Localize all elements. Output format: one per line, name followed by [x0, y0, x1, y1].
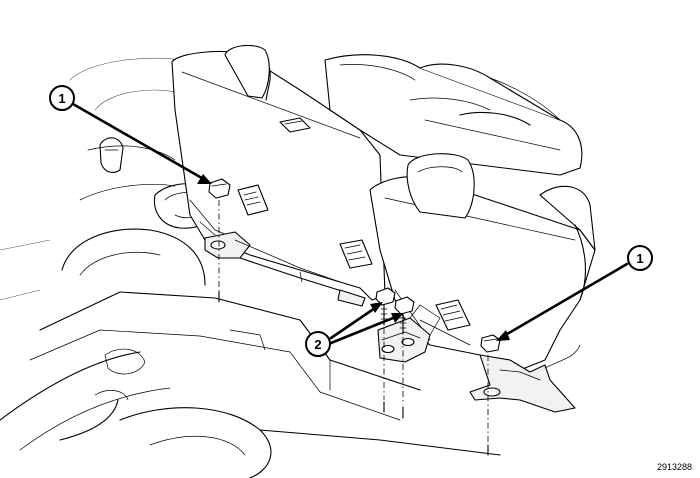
seat-cushion-upper	[324, 54, 583, 176]
callout-1-right-label: 1	[636, 251, 643, 266]
center-bolt-right	[394, 296, 415, 419]
callout-1-left-label: 1	[58, 91, 65, 106]
right-seat-back	[369, 153, 596, 413]
left-hinge-bracket	[204, 231, 366, 307]
left-nut	[208, 178, 231, 303]
callout-2-label: 2	[314, 337, 321, 352]
right-nut	[480, 334, 501, 456]
callout-2: 2	[305, 331, 331, 357]
center-hinge-bracket	[377, 304, 441, 363]
figure-id: 2913288	[656, 462, 692, 472]
callout-leaders	[71, 102, 629, 345]
callout-1-right: 1	[627, 245, 653, 271]
callout-1-left: 1	[49, 85, 75, 111]
